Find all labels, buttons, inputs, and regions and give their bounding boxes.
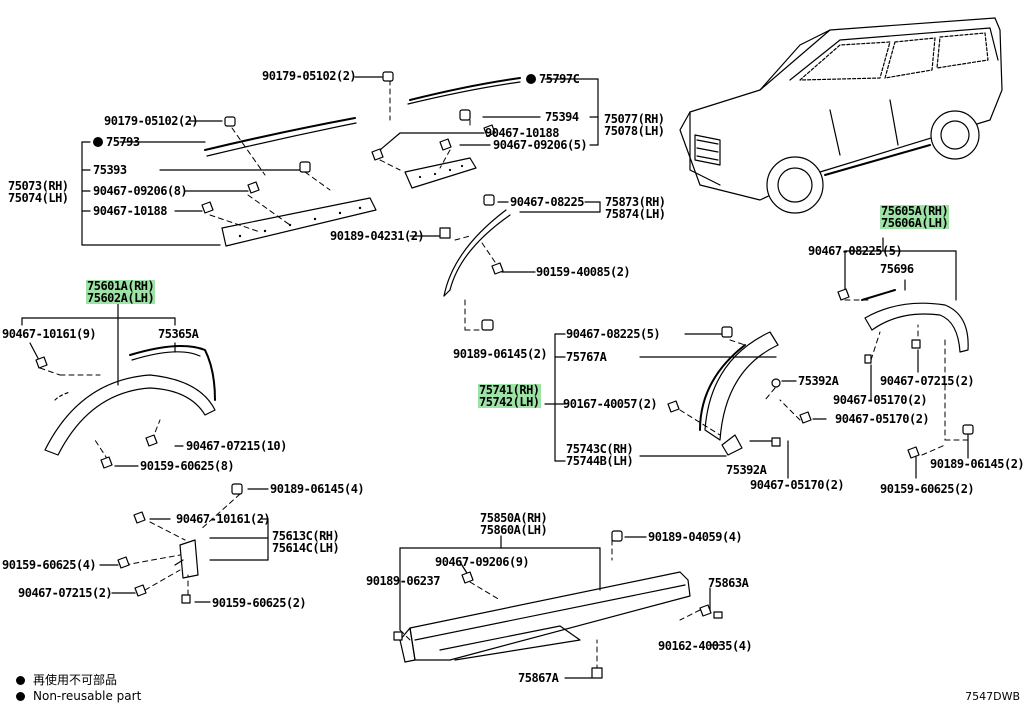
part-label: 75863A [708,576,749,590]
rocker-panel [399,571,691,663]
part-label: 75767A [566,350,607,364]
part-label: 75850A(RH)75860A(LH) [480,511,548,537]
part-label: 90159-60625(4) [2,558,97,572]
non-reusable-dot [16,692,25,701]
part-label: 90159-60625(2) [880,482,975,496]
part-label: 90467-09206(9) [435,555,530,569]
roof-moulding [407,77,521,105]
leader-lines [21,76,969,679]
part-label: 75793 [93,136,140,148]
part-label: 90189-04231(2) [330,229,425,243]
part-label-highlighted: 75601A(RH)75602A(LH) [86,279,156,305]
mudguard-bracket [174,539,199,579]
part-label: 90467-08225(5) [808,244,903,258]
non-reusable-dot [526,74,536,84]
legend: 再使用不可部品 Non-reusable part [16,672,141,704]
non-reusable-dot [93,137,103,147]
part-label: 90467-10188 [485,126,559,140]
part-label: 90467-07215(2) [880,374,975,388]
part-label: 90467-08225 [510,195,584,209]
part-label: 90467-05170(2) [750,478,845,492]
rear-fender-flare [861,289,969,353]
part-label: 75873(RH)75874(LH) [605,195,666,221]
part-label: 90189-04059(4) [648,530,743,544]
legend-row-en: Non-reusable part [16,688,141,704]
part-label: 90467-05170(2) [835,412,930,426]
part-label: 75393 [93,163,127,177]
part-label: 90167-40057(2) [563,397,658,411]
part-label: 75073(RH)75074(LH) [8,179,69,205]
part-label: 90467-07215(2) [18,586,113,600]
part-label: 75696 [880,262,914,276]
part-label: 90189-06145(4) [270,482,365,496]
part-label: 90467-09206(8) [93,184,188,198]
part-label: 75797C [526,73,580,85]
legend-row-jp: 再使用不可部品 [16,672,141,688]
part-label: 90189-06237 [366,574,440,588]
part-label: 90162-40035(4) [658,639,753,653]
quarter-flare [699,331,779,456]
part-label: 90467-08225(5) [566,327,661,341]
vehicle-illustration [679,17,1003,214]
part-label: 75392A [798,374,839,388]
part-label: 90159-60625(8) [140,459,235,473]
part-label: 75613C(RH)75614C(LH) [272,529,340,555]
diagram-code: 7547DWB [965,690,1020,703]
fasteners [35,71,974,679]
part-label: 75365A [158,327,199,341]
part-label: 90159-40085(2) [536,265,631,279]
part-label: 90467-10161(9) [2,327,97,341]
part-label: 75392A [726,463,767,477]
part-label: 75867A [518,671,559,685]
part-label: 90467-05170(2) [833,393,928,407]
upper-moulding-left [204,117,357,157]
non-reusable-dot [16,676,25,685]
part-label: 90467-09206(5) [493,138,588,152]
front-fender-flare [44,345,216,456]
part-label: 90467-07215(10) [186,439,287,453]
part-label: 90159-60625(2) [212,596,307,610]
part-label: 75743C(RH)75744B(LH) [566,442,634,468]
door-moulding-rear [404,157,477,189]
pillar-garnish [443,209,511,297]
part-label: 75077(RH)75078(LH) [604,112,665,138]
part-label-highlighted: 75741(RH)75742(LH) [478,383,541,409]
part-label: 75394 [545,110,579,124]
part-label: 90189-06145(2) [453,347,548,361]
dashed-guides [39,79,969,671]
door-moulding-left [221,197,377,247]
part-label: 90189-06145(2) [930,457,1024,471]
part-label: 90467-10188 [93,204,167,218]
part-label: 90179-05102(2) [262,69,357,83]
part-label-highlighted: 75605A(RH)75606A(LH) [880,204,950,230]
part-label: 90467-10161(2) [176,512,271,526]
part-label: 90179-05102(2) [104,114,199,128]
